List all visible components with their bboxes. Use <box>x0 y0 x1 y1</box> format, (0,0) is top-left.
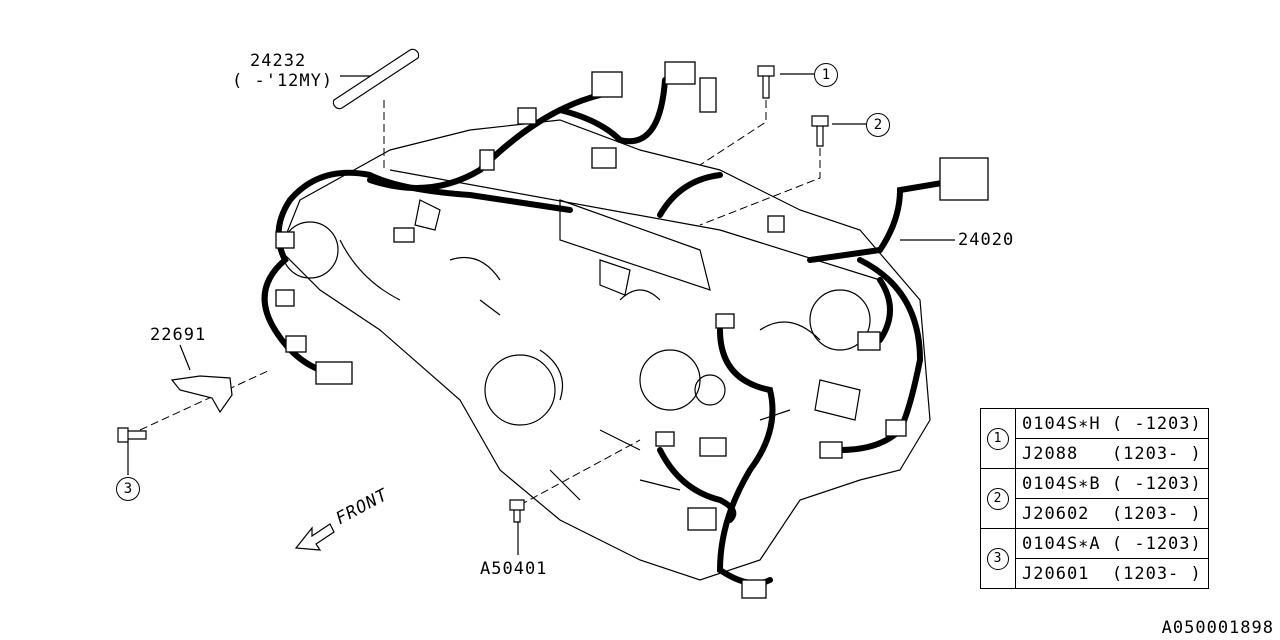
table-callout-2: 2 <box>987 487 1009 510</box>
table-callout-1: 1 <box>987 427 1009 450</box>
clip-22691-shape <box>170 375 233 414</box>
bolt-1-shape <box>757 65 775 99</box>
fasteners <box>117 48 829 523</box>
bolt-a50401-shape <box>509 499 525 523</box>
callout-3[interactable]: 3 <box>116 477 140 501</box>
callout-2[interactable]: 2 <box>866 113 890 137</box>
wiring-harness <box>261 77 963 587</box>
table-cell[interactable]: 0104S∗A ( -1203) <box>1015 528 1209 559</box>
part-number-24232[interactable]: 24232 <box>250 51 307 71</box>
label-leaders <box>127 73 955 555</box>
engine-block-outline <box>279 119 931 581</box>
reference-table: 1 0104S∗H ( -1203) J2088 (1203- ) 2 0104… <box>980 408 1209 589</box>
callout-1[interactable]: 1 <box>814 63 838 87</box>
connectors <box>275 61 989 599</box>
part-number-a50401[interactable]: A50401 <box>480 559 548 579</box>
part-note-24232: ( -'12MY) <box>232 71 334 91</box>
table-row: 1 0104S∗H ( -1203) <box>980 408 1209 469</box>
table-row: 3 0104S∗A ( -1203) <box>980 528 1209 589</box>
bolt-2-shape <box>811 115 829 147</box>
table-cell[interactable]: J20601 (1203- ) <box>1015 558 1209 589</box>
leader-lines <box>139 100 821 506</box>
table-row: J2088 (1203- ) <box>981 438 1209 469</box>
table-cell[interactable]: 0104S∗B ( -1203) <box>1015 468 1209 499</box>
diagram-code: A050001898 <box>1161 618 1274 638</box>
table-cell[interactable]: J20602 (1203- ) <box>1015 498 1209 529</box>
table-row: 2 0104S∗B ( -1203) <box>980 468 1209 529</box>
table-row: J20602 (1203- ) <box>981 498 1209 529</box>
table-callout-3: 3 <box>987 547 1009 570</box>
bracket-24232-shape <box>332 48 420 110</box>
bolt-3-shape <box>117 427 147 443</box>
part-number-24020[interactable]: 24020 <box>958 230 1015 250</box>
front-arrow-icon <box>294 523 335 551</box>
table-row: J20601 (1203- ) <box>981 558 1209 589</box>
table-cell[interactable]: 0104S∗H ( -1203) <box>1015 408 1209 439</box>
table-cell[interactable]: J2088 (1203- ) <box>1015 438 1209 469</box>
part-number-22691[interactable]: 22691 <box>150 325 207 345</box>
